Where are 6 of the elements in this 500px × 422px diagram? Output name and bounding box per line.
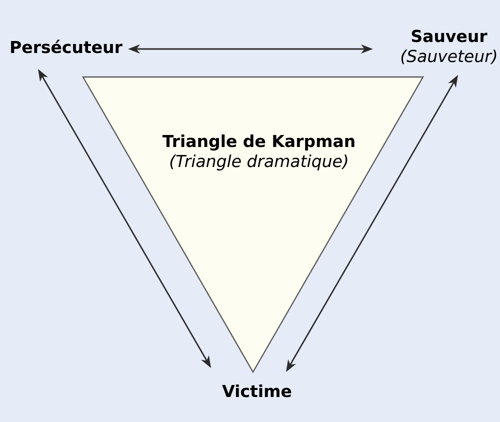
role-label: Victime (222, 384, 292, 398)
role-label: Sauveur (412, 30, 488, 42)
subtitle-text: (Triangle dramatique) (170, 154, 348, 170)
role-label: Persécuteur (11, 40, 122, 54)
title-text: Triangle de Karpman (162, 134, 354, 151)
role-subtitle: (Sauveteur) (401, 49, 496, 64)
